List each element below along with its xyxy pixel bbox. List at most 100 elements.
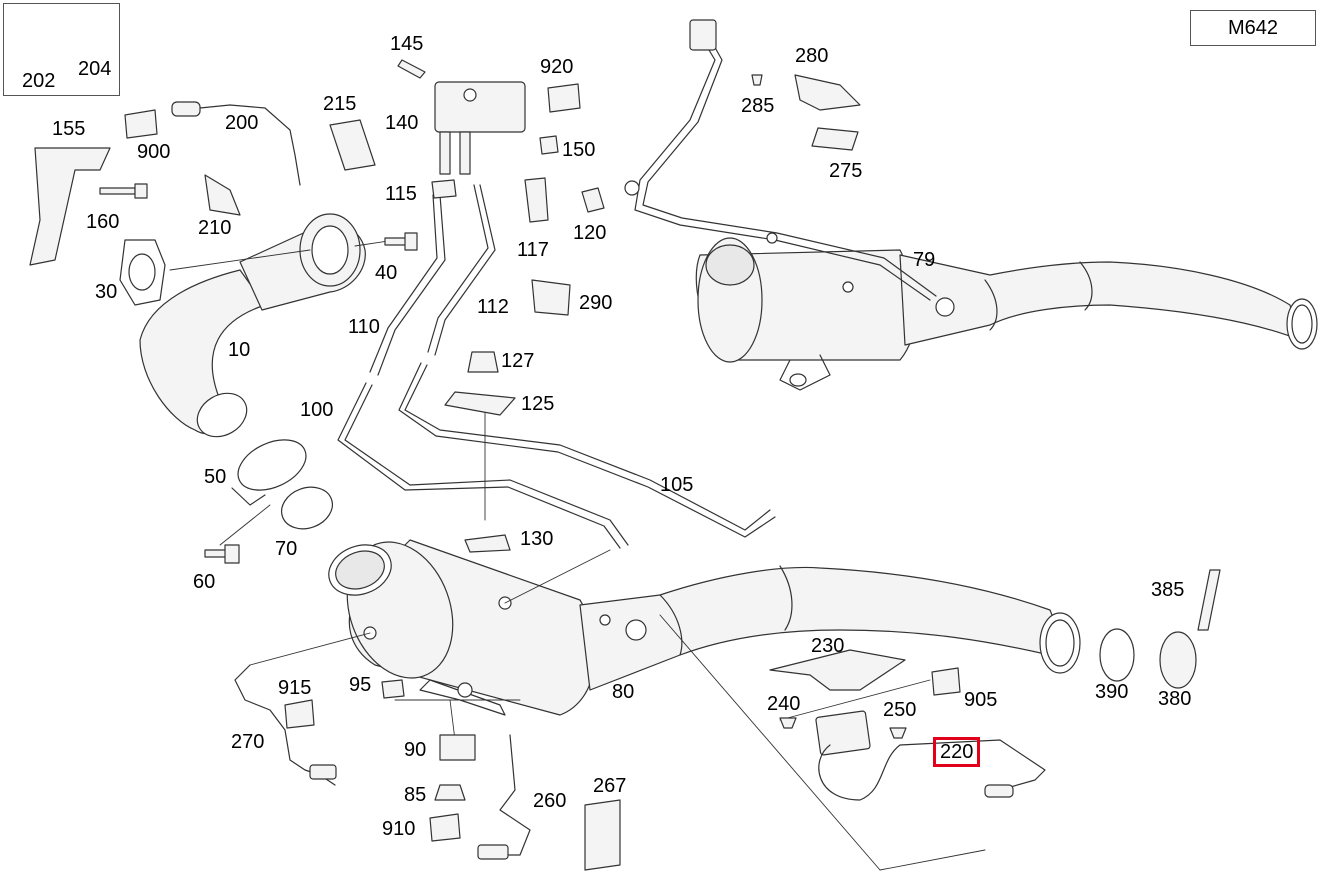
callout-160[interactable]: 160	[86, 211, 120, 233]
callout-50[interactable]: 50	[204, 466, 227, 488]
bolt-385	[1197, 569, 1221, 631]
screw-145	[397, 59, 426, 79]
callout-110[interactable]: 110	[348, 316, 380, 338]
callout-202[interactable]: 202	[22, 70, 56, 92]
clamp-115	[431, 179, 457, 199]
callout-10[interactable]: 10	[228, 339, 251, 361]
bolt-60-head	[224, 544, 240, 564]
callout-115[interactable]: 115	[385, 183, 417, 205]
nut-85	[434, 784, 466, 801]
sensor-260	[479, 734, 531, 856]
callout-390[interactable]: 390	[1095, 681, 1129, 703]
mount-90	[439, 734, 476, 761]
callout-915[interactable]: 915	[278, 677, 312, 699]
pipe-105	[404, 364, 771, 531]
bracket-130	[464, 534, 511, 553]
callout-380[interactable]: 380	[1158, 688, 1192, 710]
bolt-160	[99, 187, 136, 195]
callout-85[interactable]: 85	[404, 784, 427, 806]
callout-210[interactable]: 210	[198, 217, 232, 239]
callout-280[interactable]: 280	[795, 45, 829, 67]
nut-150	[539, 135, 559, 155]
callout-200[interactable]: 200	[225, 112, 259, 134]
screw-285	[751, 74, 763, 86]
callout-204[interactable]: 204	[78, 58, 112, 80]
clip-215	[329, 119, 376, 171]
pressure-sensor-140	[434, 81, 526, 175]
callout-275[interactable]: 275	[829, 160, 863, 182]
callout-100[interactable]: 100	[300, 399, 334, 421]
callout-30[interactable]: 30	[95, 281, 118, 303]
callout-290[interactable]: 290	[579, 292, 613, 314]
bolt-40-head	[404, 232, 418, 251]
callout-910[interactable]: 910	[382, 818, 416, 840]
callout-90[interactable]: 90	[404, 739, 427, 761]
callout-112[interactable]: 112	[477, 296, 509, 318]
hose-110-b	[369, 194, 438, 373]
callout-260[interactable]: 260	[533, 790, 567, 812]
bolt-40	[384, 237, 408, 246]
callout-285[interactable]: 285	[741, 95, 775, 117]
nox-sensor-220	[815, 710, 1046, 801]
callout-105[interactable]: 105	[660, 474, 694, 496]
callout-215[interactable]: 215	[323, 93, 357, 115]
nut-120	[581, 187, 605, 213]
label-tag-920	[547, 83, 581, 113]
bracket-230	[769, 649, 906, 691]
rear-particulate-filter-79	[624, 19, 1318, 391]
callout-125[interactable]: 125	[521, 393, 555, 415]
callout-150[interactable]: 150	[562, 139, 596, 161]
label-tag-905	[931, 667, 961, 696]
callout-905[interactable]: 905	[964, 689, 998, 711]
callout-385[interactable]: 385	[1151, 579, 1185, 601]
callout-79[interactable]: 79	[913, 249, 936, 271]
callout-900[interactable]: 900	[137, 141, 171, 163]
seal-ring-70	[281, 486, 333, 530]
callout-230[interactable]: 230	[811, 635, 845, 657]
bolt-240	[779, 717, 797, 729]
bracket-125	[444, 391, 516, 416]
callout-145[interactable]: 145	[390, 33, 424, 55]
callout-250[interactable]: 250	[883, 699, 917, 721]
bolt-60	[204, 549, 228, 558]
label-tag-915	[284, 699, 315, 729]
callout-240[interactable]: 240	[767, 693, 801, 715]
callout-40[interactable]: 40	[375, 262, 398, 284]
leader-lines	[169, 239, 986, 871]
callout-270[interactable]: 270	[231, 731, 265, 753]
callout-267[interactable]: 267	[593, 775, 627, 797]
holder-290	[531, 279, 571, 316]
callout-60[interactable]: 60	[193, 571, 216, 593]
clamp-380	[1159, 631, 1197, 689]
callout-155[interactable]: 155	[52, 118, 86, 140]
label-tag-900	[124, 109, 158, 139]
bolt-250	[889, 727, 907, 739]
bracket-280	[794, 74, 861, 111]
hose-112	[434, 184, 496, 356]
pipe-100	[344, 384, 629, 546]
bracket-117	[524, 177, 549, 223]
callout-920[interactable]: 920	[540, 56, 574, 78]
callout-117[interactable]: 117	[517, 239, 549, 261]
pipe-100-b	[337, 382, 621, 549]
clip-210	[204, 174, 241, 216]
callout-70[interactable]: 70	[275, 538, 298, 560]
callout-220[interactable]: 220	[933, 737, 981, 767]
model-label: M642	[1190, 10, 1316, 46]
callout-130[interactable]: 130	[520, 528, 554, 550]
callout-140[interactable]: 140	[385, 112, 419, 134]
clamp-50	[231, 439, 307, 506]
callout-80[interactable]: 80	[612, 681, 635, 703]
nut-95	[381, 679, 405, 699]
callout-127[interactable]: 127	[501, 350, 535, 372]
grommet-127	[467, 351, 499, 373]
callout-95[interactable]: 95	[349, 674, 372, 696]
sensor-200	[179, 104, 301, 186]
label-tag-910	[429, 813, 461, 842]
downpipe-10	[139, 213, 366, 438]
inset-frame	[3, 3, 120, 96]
hose-112-b	[427, 184, 489, 353]
bracket-155	[29, 147, 111, 266]
callout-120[interactable]: 120	[573, 222, 607, 244]
front-particulate-filter-80	[328, 539, 1081, 716]
